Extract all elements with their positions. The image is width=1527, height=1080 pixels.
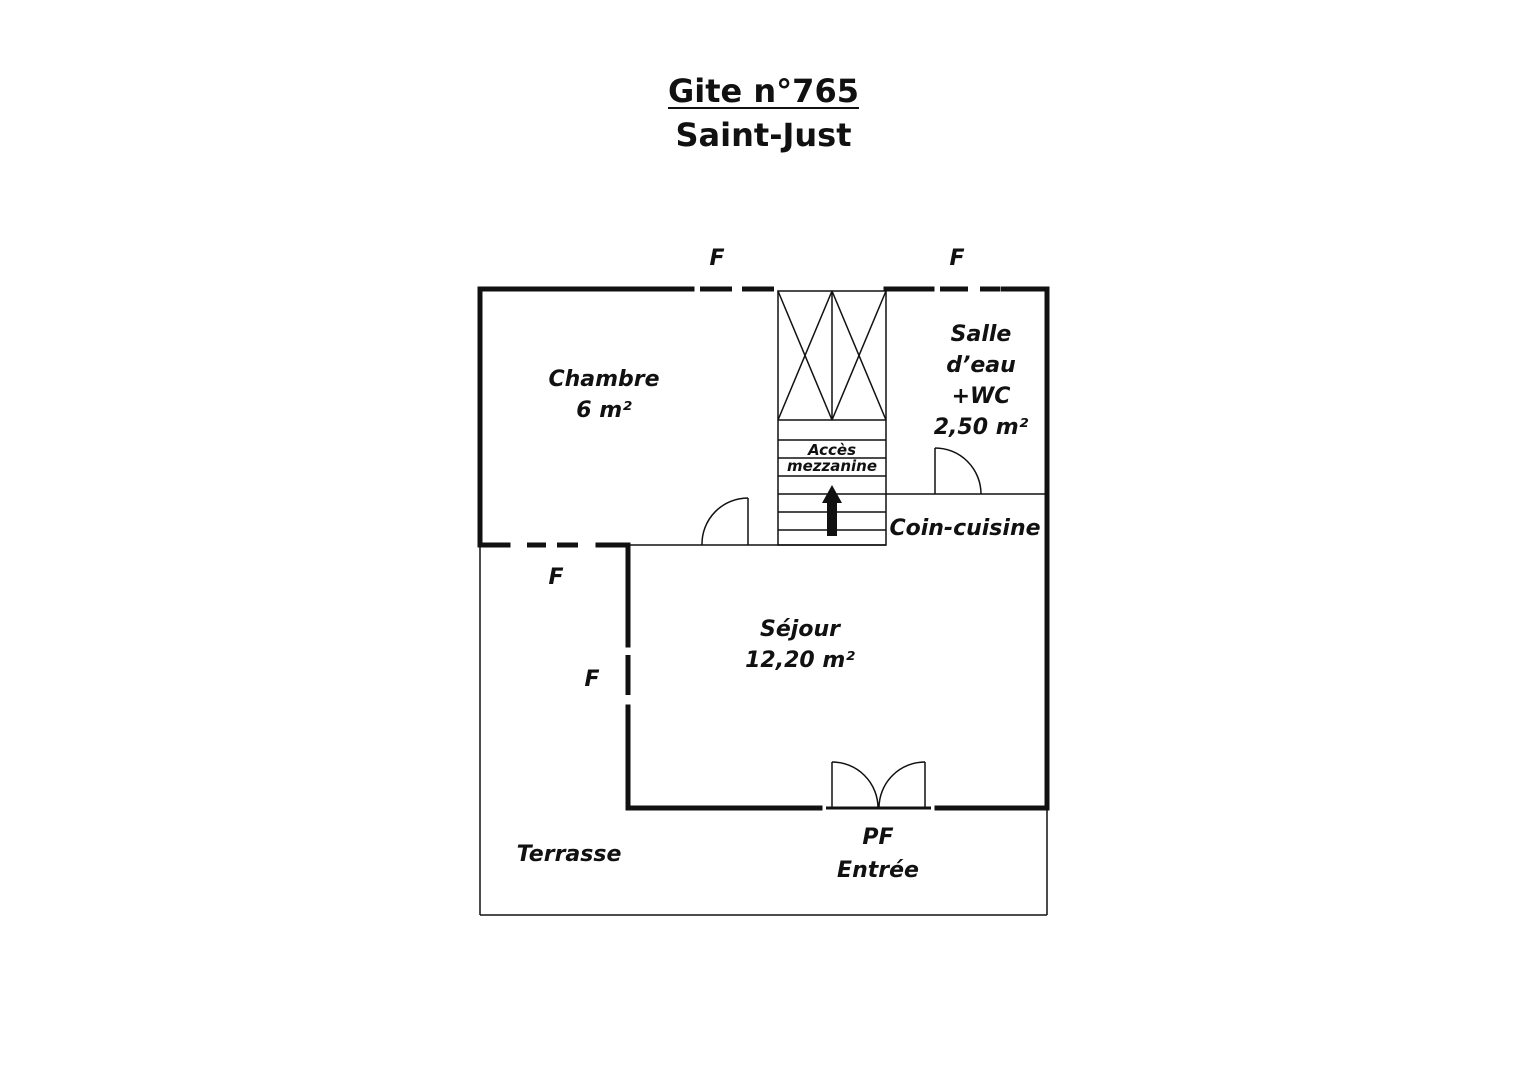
room-area-salle-eau: 2,50 m²: [934, 415, 1029, 440]
window-label-chambre-bottom: F: [548, 565, 563, 590]
room-label-coin-cuisine: Coin-cuisine: [889, 516, 1040, 541]
room-label-salle-eau-2: d’eau: [946, 353, 1016, 378]
entry-label-pf: PF: [862, 825, 893, 850]
room-label-terrasse: Terrasse: [517, 842, 622, 867]
exterior-walls: [477, 286, 1050, 811]
terrace-outline: [479, 545, 1048, 916]
room-area-sejour: 12,20 m²: [745, 648, 855, 673]
room-label-salle-eau-3: +WC: [952, 384, 1011, 409]
entry-label-entree: Entrée: [837, 858, 919, 883]
plan-subtitle: Saint-Just: [675, 116, 852, 154]
room-label-sejour: Séjour: [760, 617, 841, 642]
up-arrow-icon: [822, 485, 842, 536]
room-label-chambre: Chambre: [548, 367, 659, 392]
door-chambre: [701, 497, 749, 546]
room-label-salle-eau-1: Salle: [951, 322, 1012, 347]
window-label-top-left: F: [709, 246, 724, 271]
window-label-top-right: F: [949, 246, 964, 271]
room-area-chambre: 6 m²: [576, 398, 632, 423]
door-entry-double: [826, 761, 931, 810]
plan-title: Gite n°765: [668, 72, 859, 110]
window-label-sejour-left: F: [584, 667, 599, 692]
door-salle-eau: [934, 447, 982, 495]
stair-label-acces: Accès: [807, 441, 856, 459]
stair-label-mezzanine: mezzanine: [787, 457, 877, 475]
